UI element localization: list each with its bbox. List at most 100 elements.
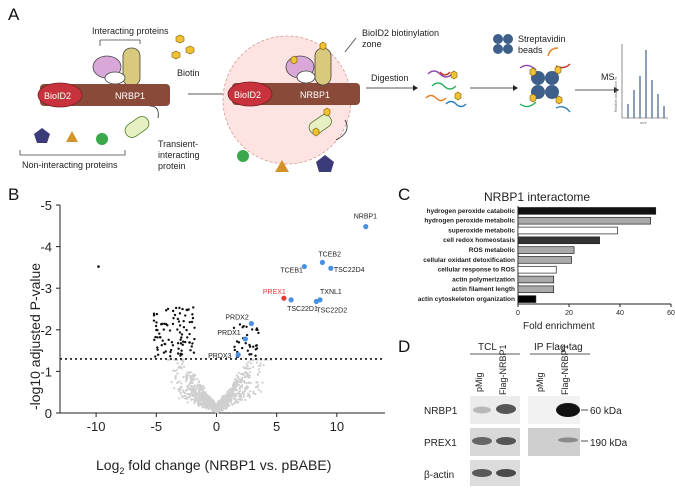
point-sig [192, 351, 196, 354]
point-nonsig [224, 402, 227, 405]
point-nonsig [218, 406, 221, 409]
row-label-actin: β-actin [424, 470, 454, 481]
point-sig [152, 319, 156, 322]
point-nonsig [220, 400, 223, 403]
point-nonsig [209, 403, 212, 406]
point-nonsig [184, 389, 187, 392]
point-nonsig [192, 373, 195, 376]
label-tsc22d2: TSC22D2 [316, 308, 347, 315]
bar-category-label: ROS metabolic [469, 247, 516, 254]
point-sig [186, 336, 189, 339]
volcano-ylabel: -log10 adjusted P-value [27, 263, 43, 410]
point-sig [179, 342, 183, 345]
point-nonsig [181, 396, 184, 399]
point-nonsig [257, 364, 260, 367]
point-nonsig [242, 365, 245, 369]
point-nonsig [182, 389, 185, 392]
point-tceb2 [319, 259, 326, 266]
point-sig [238, 323, 242, 326]
point-sig [244, 342, 247, 345]
point-sig [156, 353, 160, 356]
point-nonsig [242, 395, 245, 398]
transient-arrow [149, 105, 159, 119]
point-sig [174, 306, 178, 310]
point-nonsig [205, 395, 208, 398]
point-nonsig [249, 367, 252, 370]
point-nonsig [259, 390, 263, 393]
point-nonsig [210, 405, 213, 408]
point-sig [182, 326, 186, 329]
non-interacting-bracket [19, 150, 126, 156]
lane-label-4: Flag-NRBP1 [560, 344, 570, 395]
point-nonsig [191, 386, 195, 389]
point-nrbp1 [363, 224, 369, 230]
point-sig [178, 324, 182, 327]
point-nonsig [195, 399, 198, 402]
point-nonsig [195, 392, 199, 395]
point-nonsig [230, 390, 233, 393]
biotin-zone-icons [290, 41, 331, 137]
bar [517, 295, 537, 303]
point-nonsig [191, 374, 194, 378]
point-nonsig [256, 372, 260, 376]
point-sig [177, 320, 181, 323]
point-sig [171, 344, 175, 347]
point-nonsig [196, 383, 199, 386]
point-sig [181, 340, 185, 343]
bar-x-tick-label: 0 [516, 310, 520, 317]
point-prdx3 [235, 352, 241, 358]
point-sig [189, 349, 192, 352]
point-nonsig [256, 384, 260, 387]
point-nonsig [232, 384, 235, 388]
point-nonsig [214, 403, 217, 406]
point-sig [181, 307, 184, 311]
xlabel-log: Log [96, 457, 119, 473]
label-nrbp1: NRBP1 [354, 214, 377, 221]
bar-x-tick-label: 40 [616, 310, 624, 317]
point-nonsig [198, 380, 201, 384]
white-protein-icon [104, 71, 126, 85]
point-sig [185, 328, 188, 332]
bar-category-label: actin filament length [452, 286, 515, 293]
circle-protein-out-icon [237, 150, 249, 162]
point-nonsig [183, 394, 186, 398]
point-nonsig [245, 366, 248, 369]
bar [517, 265, 557, 274]
point-nonsig [187, 371, 190, 374]
point-nonsig [203, 387, 206, 390]
blot-tcl [470, 396, 520, 486]
point-nonsig [186, 401, 189, 404]
point-nonsig [237, 401, 240, 404]
point-nonsig [176, 372, 179, 375]
point-sig [233, 348, 237, 352]
point-sig [180, 336, 183, 339]
point-sig [156, 336, 159, 339]
point-nonsig [176, 362, 179, 365]
point-sig [161, 322, 164, 326]
label-prex1: PREX1 [263, 289, 286, 296]
point-sig [162, 351, 166, 354]
point-nonsig [186, 392, 189, 395]
x-tick-label: 10 [330, 419, 344, 434]
peptide-biotin-icons [450, 70, 462, 101]
point-sig [186, 308, 189, 312]
point-nonsig [198, 400, 201, 403]
point-sig [97, 265, 100, 268]
point-sig [154, 324, 158, 328]
ms-xlabel: m/z [640, 120, 646, 125]
bar-chart-title: NRBP1 interactome [484, 190, 590, 204]
point-sig [158, 332, 161, 335]
y-tick-label: -5 [40, 198, 52, 213]
ms-label: MS [601, 72, 615, 82]
point-sig [176, 317, 180, 321]
point-prdx1 [242, 336, 248, 342]
point-sig [182, 319, 185, 323]
row-label-nrbp1: NRBP1 [424, 406, 458, 417]
point-sig [168, 329, 172, 332]
lane-label-2: Flag-NRBP1 [498, 344, 508, 395]
point-sig [246, 349, 250, 352]
point-sig [173, 313, 177, 317]
point-sig [169, 355, 172, 358]
xlabel-rest: fold change (NRBP1 vs. pBABE) [124, 457, 331, 473]
